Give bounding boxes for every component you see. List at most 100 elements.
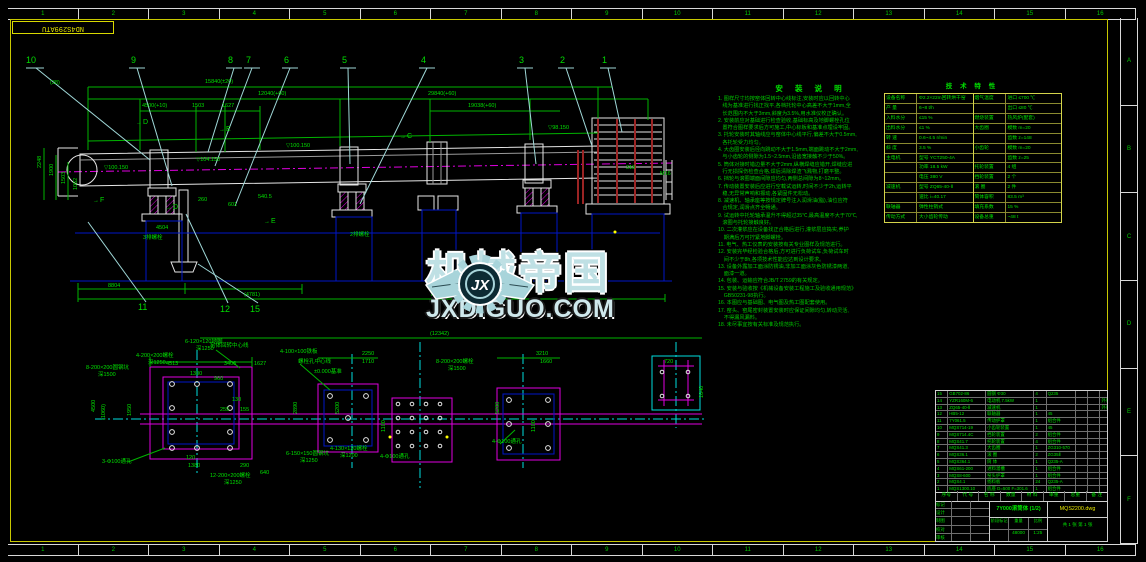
note-line: 期满后方可拧紧地脚螺栓。 <box>718 234 787 241</box>
part-total-weight <box>1088 391 1101 397</box>
logo-monogram: JX <box>471 277 490 294</box>
spec-row: 滚 圈 2 件 <box>973 183 1061 194</box>
zone-cell: 16 <box>1066 545 1136 555</box>
part-material: 45 <box>1047 424 1076 431</box>
part-total-weight <box>1088 458 1101 465</box>
part-code: MQS41.7 <box>948 438 987 445</box>
spec-label: 挡轮装置 <box>974 173 1006 183</box>
watermark: JX 机械帝国 JXDIGUO.COM <box>424 239 720 335</box>
spec-value: 3.5 % <box>919 145 932 151</box>
signature-cell <box>952 501 971 509</box>
installation-notes: 1. 图样尺寸均按窑体回转中心线标注,安装时应以回转中心 线为基准进行找正找平,… <box>718 96 904 330</box>
part-no: 9 <box>936 431 949 438</box>
part-unit-weight <box>1076 391 1089 397</box>
parts-list-header-cell: 代 号 <box>958 491 979 501</box>
note-line: 8. 减速机、轴承座等按规定牌号注入润滑油(脂),油位应符 <box>718 198 848 205</box>
zone-cell: 3 <box>149 545 220 555</box>
stage-value <box>990 530 1008 541</box>
part-total-weight <box>1088 486 1101 492</box>
part-material: 组合件 <box>1047 438 1076 445</box>
part-name: 底座 D=500 F=301.6 <box>986 486 1035 492</box>
part-qty: 1 <box>1034 445 1047 452</box>
part-material: ZG35Ⅱ <box>1047 452 1076 458</box>
spec-row: 大齿圈 模数 m=20 <box>973 123 1061 134</box>
part-qty: 1 <box>1034 486 1047 492</box>
part-unit-weight <box>1076 479 1089 486</box>
zone-cell: B <box>1121 106 1137 194</box>
part-code: MQS1300.10 <box>948 486 987 492</box>
part-note <box>1100 439 1107 445</box>
spec-value: 出口 ≤80 ℃ <box>1007 105 1033 111</box>
spec-label: 烟气温度 <box>974 94 1006 103</box>
note-line: 17. 窑头、窑尾密封装置安装时应保证间隙均匀,转动灵活, <box>718 307 849 314</box>
spec-row: 出口 ≤80 ℃ <box>973 103 1061 114</box>
title-block: 标记 设计 制图 校对 <box>935 501 1108 542</box>
scale-value: 1:25 <box>1033 530 1043 535</box>
part-unit-weight <box>1076 424 1089 431</box>
zone-cell: A <box>1121 18 1137 106</box>
part-qty: 1 <box>1034 397 1047 404</box>
signature-row: 制图 <box>936 517 989 526</box>
zone-cell: 11 <box>713 9 784 19</box>
part-unit-weight <box>1076 465 1089 472</box>
zone-cell: 8 <box>502 9 572 19</box>
part-name: 传动护罩 <box>986 418 1035 424</box>
zone-cell: F <box>1121 456 1137 545</box>
part-material: Q235-A <box>1047 458 1076 465</box>
zone-cell: 13 <box>854 545 925 555</box>
note-line: 面漆一道。 <box>718 271 750 278</box>
spec-row: 出料水分 ≤1 % <box>885 123 973 134</box>
part-total-weight <box>1088 445 1101 452</box>
part-unit-weight <box>1076 458 1089 465</box>
zone-cell: 10 <box>643 545 713 555</box>
part-name: 筒 体 <box>986 458 1035 465</box>
spec-row: 齿数 z=148 <box>973 133 1061 144</box>
spec-value: 模数 m=20 <box>1007 125 1031 131</box>
signature-row: 设计 <box>936 509 989 518</box>
note-line: 置符合图样要求后方可施工,中心标板和基准点埋设牢固。 <box>718 125 854 132</box>
zone-cell: 16 <box>1066 9 1136 19</box>
note-line: 5. 筒体对接时错边量不大于2mm,纵横焊缝应错开,焊缝应进 <box>718 161 853 168</box>
parts-list-row: 14 YZR160M-6 电动机 7.5kW 1 外购 <box>936 397 1107 405</box>
part-code: MQS61-200 <box>948 465 987 472</box>
part-name: 滚 圈 <box>986 452 1035 458</box>
part-total-weight <box>1088 438 1101 445</box>
note-line: 12. 安装完毕经检验合格后,方可进行负荷试车,负荷试车时 <box>718 249 849 256</box>
note-line: 不得漏风漏料。 <box>718 314 761 321</box>
part-name: 减速机 <box>986 404 1035 411</box>
part-code: MQS714-19 <box>948 424 987 431</box>
note-line: 各托轮受力均匀。 <box>718 139 764 146</box>
drawing-border <box>10 19 1108 542</box>
spec-row: 设备名称 Φ2.2×22m回转烘干窑 <box>885 94 973 104</box>
part-no: 3 <box>936 472 949 479</box>
corner-drawing-number: ND4S299ATU <box>12 21 114 34</box>
note-line: 线为基准进行找正找平,各档托轮中心高差不大于1mm,全 <box>718 103 851 110</box>
parts-list-header-cell: 备 注 <box>1091 493 1103 498</box>
notes-title: 安 装 说 明 <box>775 84 847 93</box>
note-line: 行无损探伤检查合格,焊后清除焊渣飞溅物,打磨平整。 <box>718 168 845 175</box>
note-line: 16. 本图应与基础图、电气图及热工图配套使用。 <box>718 300 831 307</box>
parts-list-header-cell: 总重 <box>1065 491 1087 501</box>
signature-cell <box>952 533 971 542</box>
signature-cell <box>952 525 971 533</box>
part-total-weight <box>1088 465 1101 472</box>
note-line: 与小齿轮的侧隙为1.5~2.5mm,沿齿宽接触不少于50%。 <box>718 154 849 161</box>
signature-cell <box>952 509 971 517</box>
part-unit-weight <box>1076 445 1089 452</box>
centerline-drum <box>57 162 673 173</box>
part-code: MQS41.3 <box>948 445 987 452</box>
spec-label: 大齿圈 <box>974 123 1006 133</box>
note-line: 11. 电气、热工仪表的安装按有关专业图样及规范进行。 <box>718 241 846 248</box>
part-code: MQS364.1 <box>948 458 987 465</box>
part-code: GB702-86 <box>948 391 987 397</box>
note-line: 2. 安装前应对基础进行检查验收,基础标高及地脚螺栓孔位 <box>718 117 850 124</box>
spec-label: 燃烧装置 <box>974 113 1006 123</box>
part-total-weight <box>1088 404 1101 411</box>
part-code: YZR160M-6 <box>948 397 987 404</box>
spec-row: 功率 18.5 kW <box>885 163 973 174</box>
part-note <box>1100 432 1107 438</box>
part-total-weight <box>1088 397 1101 404</box>
callout-leader-lines <box>26 67 623 304</box>
part-material: Q235 <box>1047 391 1076 397</box>
